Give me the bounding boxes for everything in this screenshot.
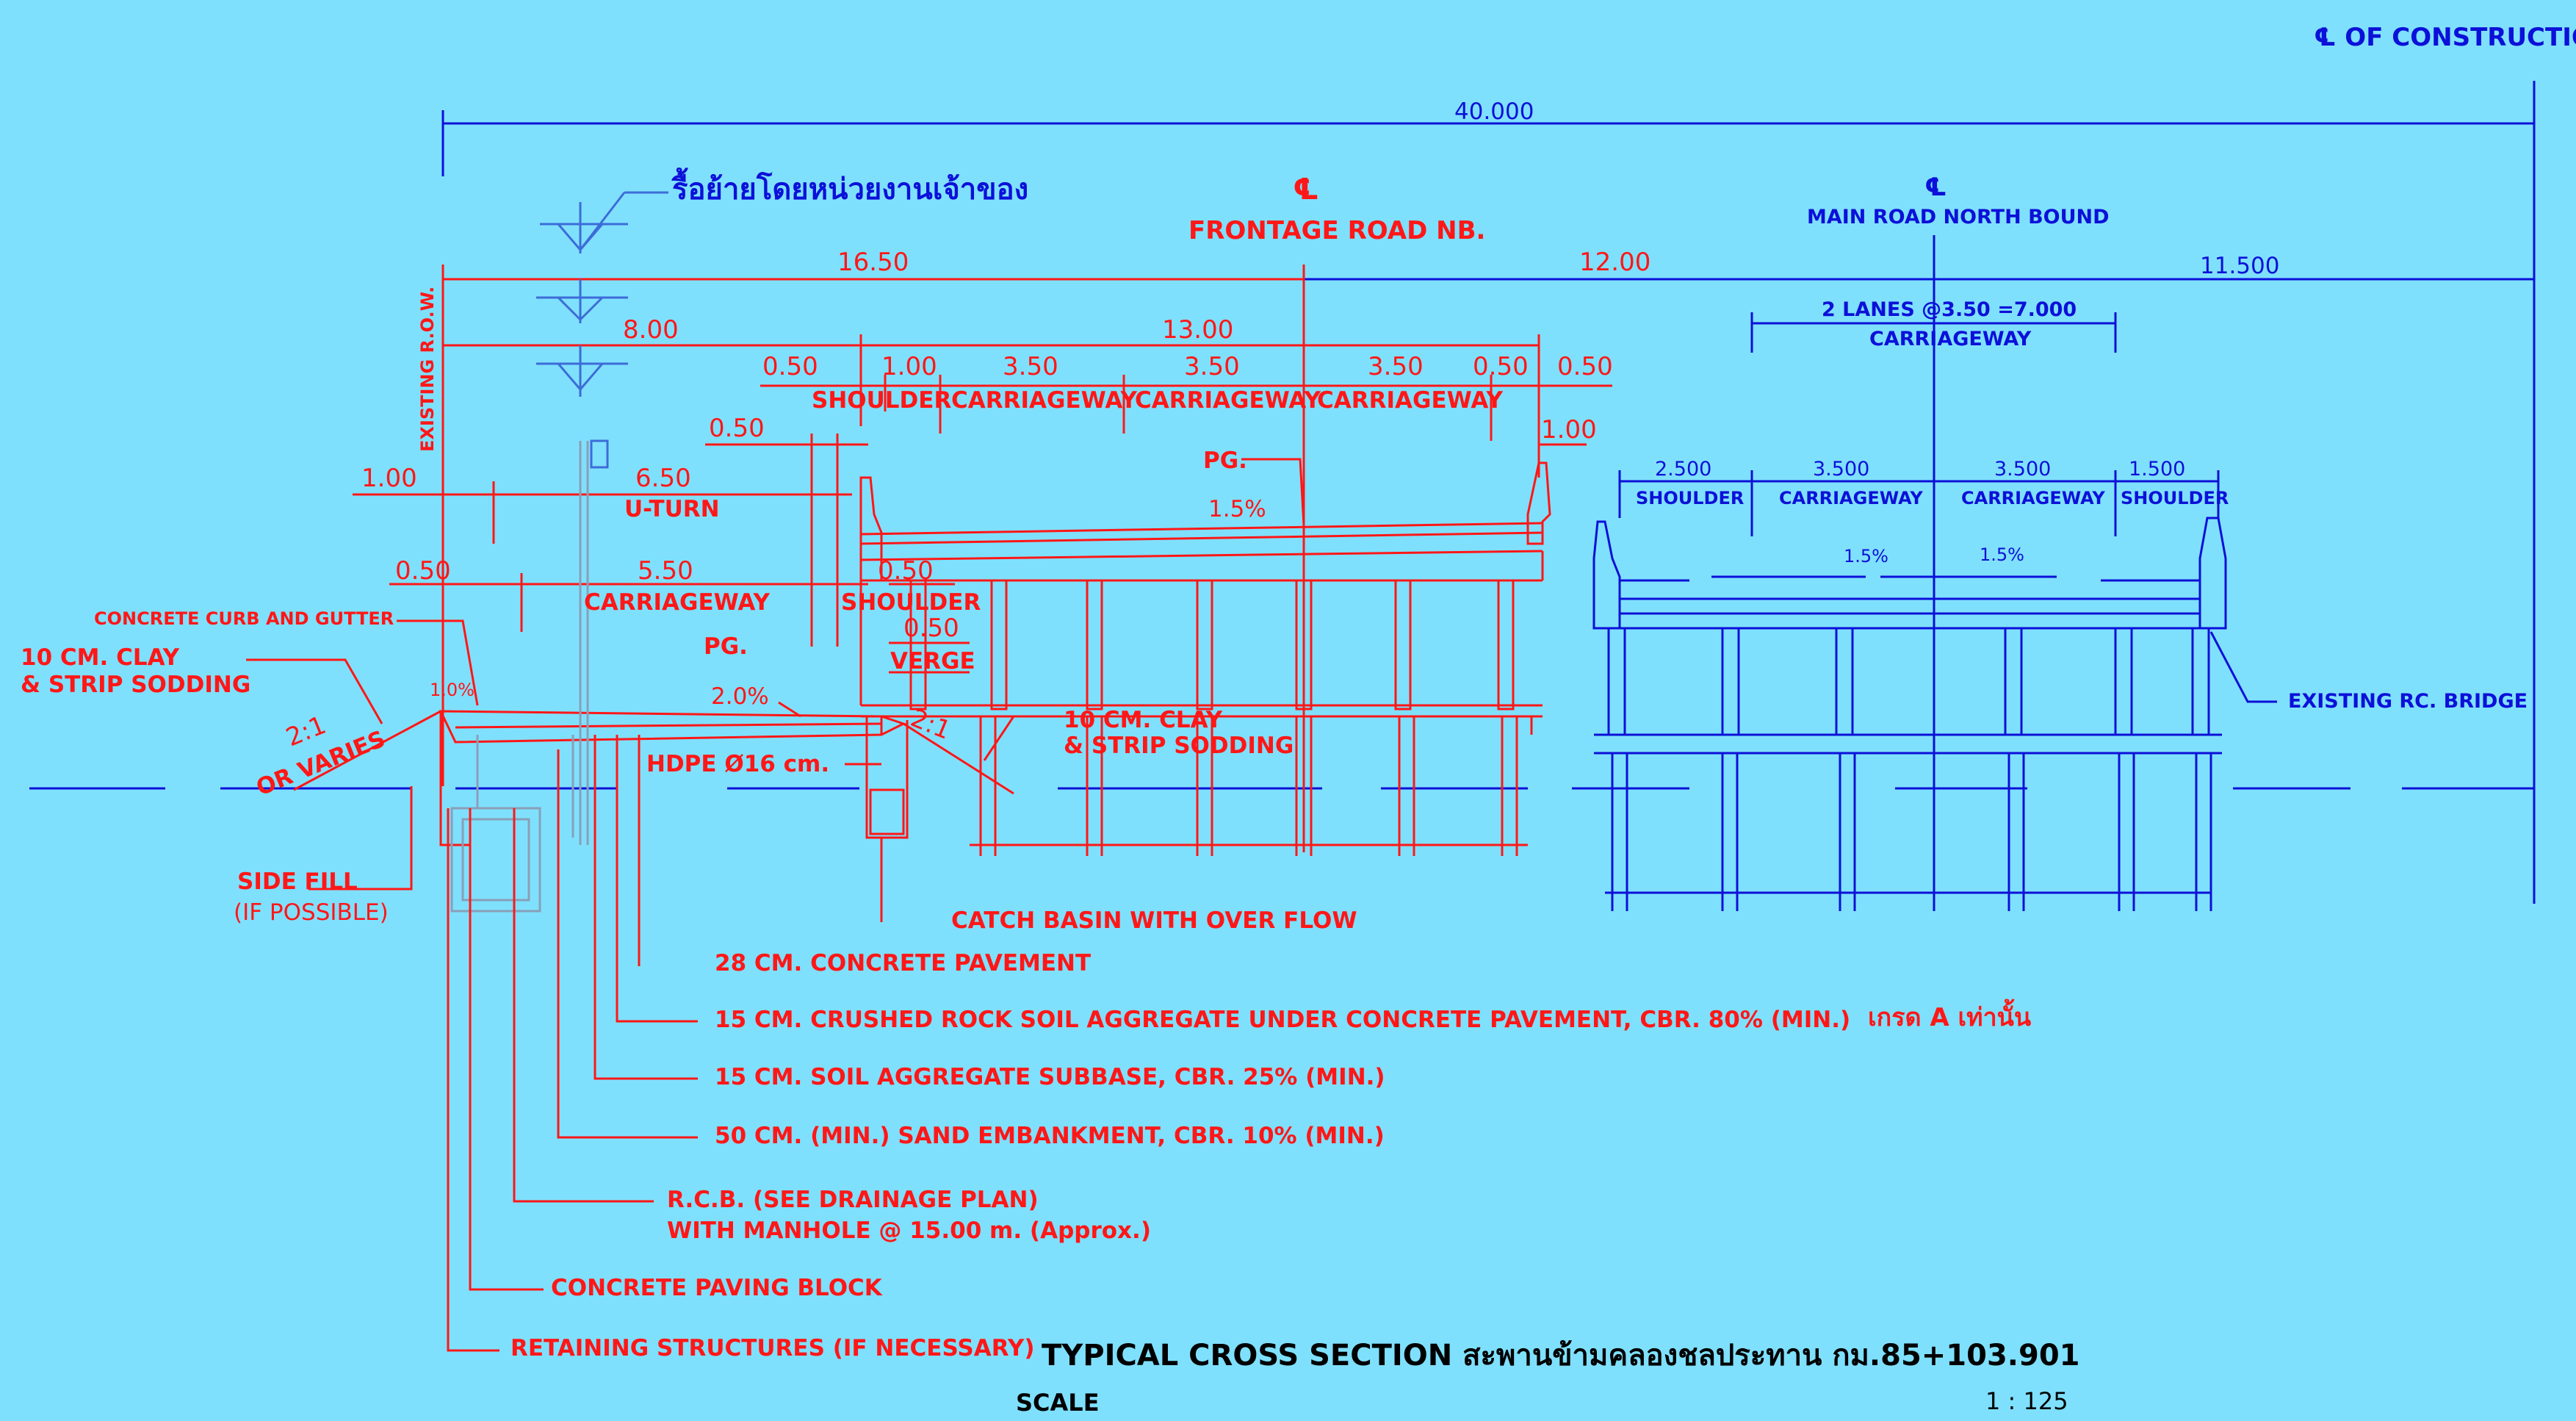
proposed-bridge xyxy=(859,461,1551,856)
existing-bridge xyxy=(1592,517,2277,911)
drainage-box-culvert xyxy=(450,441,589,913)
frontage-road-pavement xyxy=(293,710,1014,846)
leader-lines xyxy=(246,458,1305,1352)
utility-poles xyxy=(536,191,668,469)
overall-dimension-lines xyxy=(441,81,2536,911)
proposed-dimension-lines xyxy=(353,265,1612,852)
